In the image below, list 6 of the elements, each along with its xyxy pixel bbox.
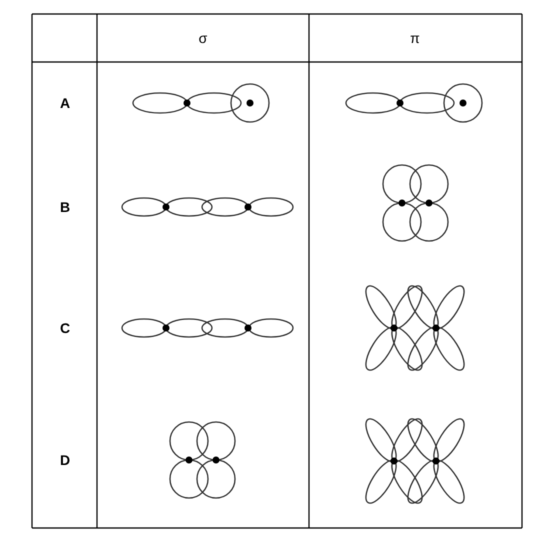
column-header: π <box>410 30 420 46</box>
row-header: A <box>60 95 70 111</box>
row-header: C <box>60 320 70 336</box>
row-header: B <box>60 199 70 215</box>
column-header: σ <box>198 30 208 46</box>
row-header: D <box>60 452 70 468</box>
